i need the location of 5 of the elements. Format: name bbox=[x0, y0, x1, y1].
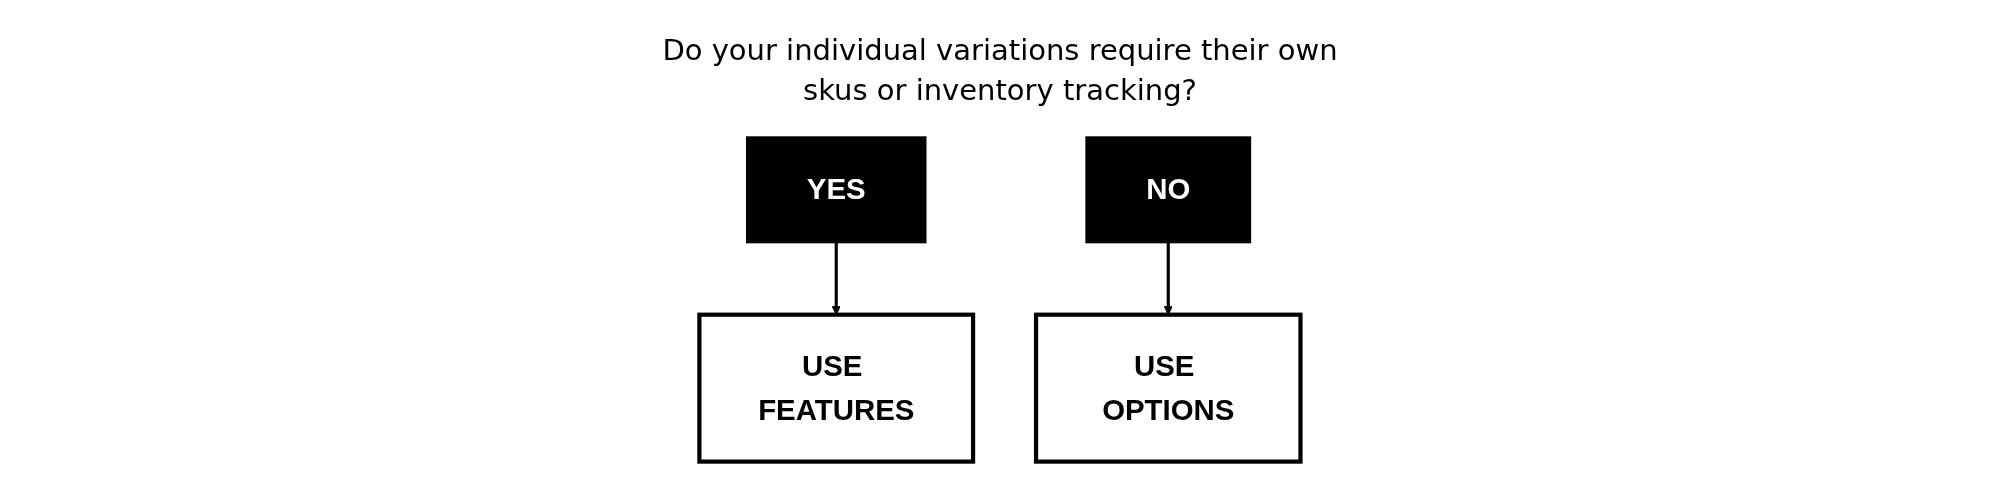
node-box: YES bbox=[746, 136, 927, 244]
node-box: USE FEATURES bbox=[697, 312, 976, 464]
node-box: NO bbox=[1085, 136, 1252, 244]
node-box: USE OPTIONS bbox=[1034, 312, 1303, 464]
diagram-title: Do your individual variations require their own skus or inventory tracking? bbox=[661, 32, 1339, 109]
